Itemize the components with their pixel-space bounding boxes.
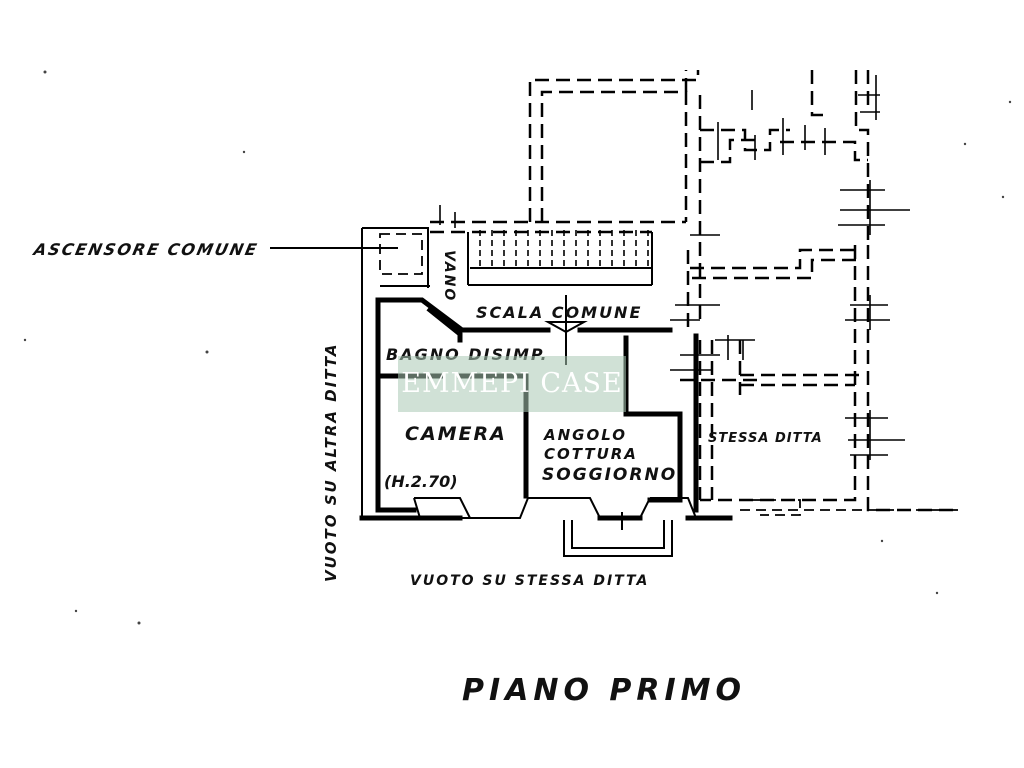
adjacent-property-outline	[430, 70, 960, 516]
plan-title: PIANO PRIMO	[462, 673, 746, 708]
label-cottura: COTTURA	[544, 445, 638, 463]
label-camera: CAMERA	[405, 423, 507, 445]
watermark-text: EMMEPI CASE	[401, 368, 623, 399]
label-vuoto-stessa-ditta: VUOTO SU STESSA DITTA	[410, 573, 649, 589]
label-soggiorno: SOGGIORNO	[542, 465, 677, 485]
label-scala-comune: SCALA COMUNE	[476, 303, 642, 322]
scan-specks	[23, 70, 1012, 625]
label-height: (H.2.70)	[384, 472, 458, 491]
label-ascensore: ASCENSORE COMUNE	[30, 240, 260, 259]
label-vuoto-altra-ditta: VUOTO SU ALTRA DITTA	[322, 342, 340, 582]
label-stessa-ditta: STESSA DITTA	[708, 431, 823, 446]
common-staircase	[467, 230, 653, 286]
elevator-shaft	[270, 227, 430, 520]
watermark-background	[398, 356, 626, 412]
label-vano: VANO	[441, 250, 457, 302]
grid-ticks	[439, 75, 910, 460]
label-angolo: ANGOLO	[543, 426, 627, 444]
